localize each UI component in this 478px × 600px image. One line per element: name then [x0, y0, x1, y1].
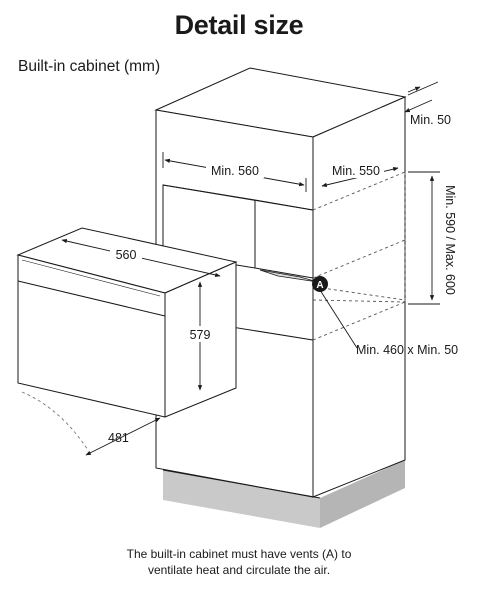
page-title: Detail size: [174, 10, 304, 40]
cabinet-width-label: Min. 560: [211, 164, 259, 178]
door-swing-arc: [21, 391, 89, 451]
caption-line-1: The built-in cabinet must have vents (A)…: [126, 547, 352, 561]
oven-width-label: 560: [116, 248, 137, 262]
vent-size-label: Min. 460 x Min. 50: [356, 343, 458, 357]
cabinet-depth-label: Min. 550: [332, 164, 380, 178]
diagram-subtitle: Built-in cabinet (mm): [18, 58, 161, 75]
opening-height-label: Min. 590 / Max. 600: [443, 185, 457, 295]
top-gap-label: Min. 50: [410, 113, 451, 127]
caption-line-2: ventilate heat and circulate the air.: [147, 563, 331, 577]
vent-caption: The built-in cabinet must have vents (A)…: [0, 546, 478, 578]
oven-height-label: 579: [190, 328, 211, 342]
door-swing-label: 481: [108, 431, 129, 445]
dimension-labels: Min. 560 Min. 550 Min. 50 Min. 590 / Max…: [108, 113, 458, 445]
vent-marker-label: A: [316, 280, 323, 291]
cabinet-plinth: [163, 460, 405, 528]
hidden-edges: [312, 171, 406, 341]
vent-marker: A: [312, 276, 328, 292]
